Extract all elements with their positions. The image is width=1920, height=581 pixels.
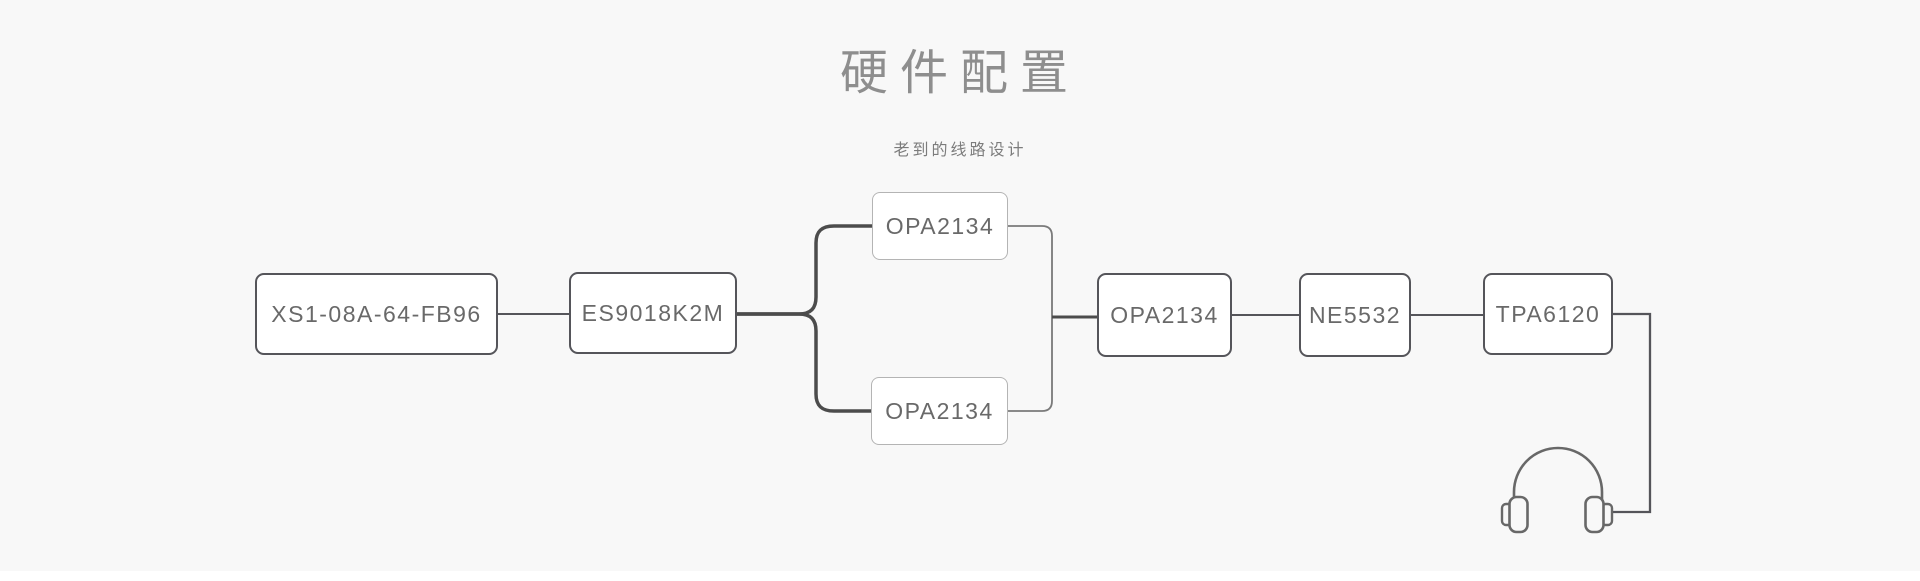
branch-split-lower	[737, 312, 871, 413]
node-opamp-top: OPA2134	[872, 192, 1008, 260]
node-opamp-bottom-label: OPA2134	[885, 397, 994, 424]
branch-split-upper	[737, 224, 872, 316]
node-opamp-top-label: OPA2134	[885, 212, 995, 239]
page-title: 硬件配置	[839, 47, 1080, 100]
node-opamp-main-label: OPA2134	[1110, 301, 1219, 328]
node-dac: ES9018K2M	[569, 272, 737, 354]
bottom-strip	[0, 571, 1920, 581]
headband	[1512, 446, 1604, 504]
node-source: XS1-08A-64-FB96	[255, 273, 498, 355]
node-headphone-amp: TPA6120	[1483, 273, 1613, 355]
headphones-icon	[1500, 446, 1614, 534]
node-buffer-label: NE5532	[1308, 301, 1402, 328]
connector-amp-headphones	[1613, 312, 1652, 514]
node-headphone-amp-label: TPA6120	[1495, 300, 1601, 327]
node-opamp-main: OPA2134	[1097, 273, 1232, 357]
node-source-label: XS1-08A-64-FB96	[271, 300, 482, 327]
right-earcup	[1584, 495, 1605, 534]
node-buffer: NE5532	[1299, 273, 1411, 357]
page-subtitle: 老到的线路设计	[893, 142, 1027, 159]
left-earcup	[1508, 495, 1529, 534]
node-dac-label: ES9018K2M	[581, 299, 725, 326]
node-opamp-bottom: OPA2134	[871, 377, 1008, 445]
